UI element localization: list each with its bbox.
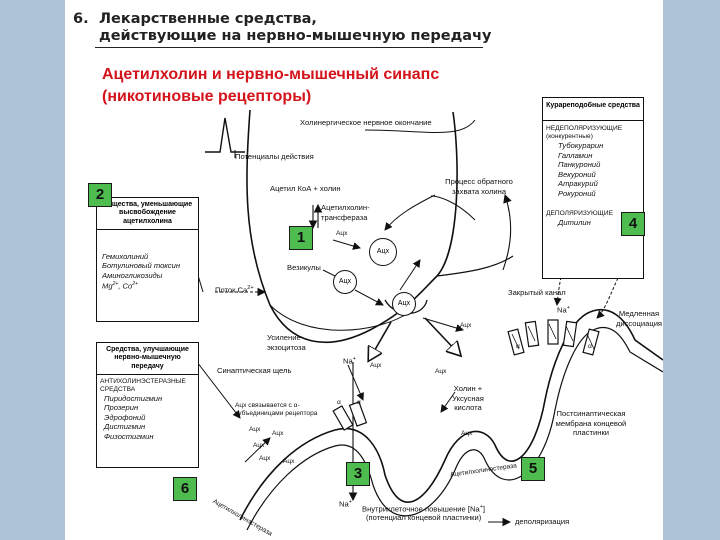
drug-item: Эдрофоний: [104, 412, 146, 422]
label-slow-dissociation: Медленная диссоциация: [615, 309, 663, 328]
ions-item: Mg2+, Co2+: [102, 281, 138, 291]
enhancers-box-heading: Средства, улучшающие нервно-мышечную пер…: [97, 343, 198, 375]
drug-item: Атракурий: [558, 179, 598, 189]
label-synaptic-cleft: Синаптическая щель: [217, 366, 292, 375]
ach-label: Ацх: [259, 455, 271, 462]
drug-item: Панкуроний: [558, 160, 601, 170]
curare-box-heading: Курареподобные средства: [543, 98, 643, 122]
header-line-1: Лекарственные средства,: [99, 11, 317, 27]
label-action-potentials: Потенциалы действия: [235, 152, 314, 161]
ach-label: Ацх: [461, 430, 473, 437]
label-acetyl-coa: Ацетил КоА + холин: [270, 184, 341, 193]
drug-item: Аминогликозиды: [102, 270, 163, 280]
ach-label: Ацх: [249, 426, 261, 433]
curare-subheading-1: НЕДЕПОЛЯРИЗУЮЩИЕ (конкурентные): [546, 125, 623, 141]
marker-6: 6: [173, 477, 197, 501]
drug-item: Дитилин: [558, 218, 591, 228]
drug-item: Рокуроний: [558, 188, 596, 198]
marker-5: 5: [521, 457, 545, 481]
label-ach-binds: Ацх связывается с α-субъединицами рецепт…: [235, 402, 318, 417]
header-line-2: действующие на нервно-мышечную передачу: [99, 28, 492, 44]
drug-item: Физостигмин: [104, 431, 154, 441]
ach-label: Ацх: [435, 368, 447, 375]
label-ach-free: Ацх: [336, 230, 348, 237]
release-inhibitors-box: Вещества, уменьшающие высвобождение ацет…: [96, 197, 199, 322]
label-nerve-ending: Холинергическое нервное окончание: [300, 118, 432, 127]
drug-item: Пиридостигмин: [104, 393, 163, 403]
drug-item: Тубокурарин: [558, 141, 604, 151]
label-depolarization: деполяризация: [515, 517, 570, 526]
drug-item: Прозерин: [104, 403, 139, 413]
label-choline-acetic: Холин + Уксусная кислота: [452, 384, 484, 412]
drug-item: Ботулиновый токсин: [102, 261, 180, 271]
label-na-right: Na+: [557, 305, 570, 315]
diagram-page: 6. Лекарственные средства, действующие н…: [65, 0, 663, 540]
label-reuptake: Процесс обратного захвата холина: [445, 177, 513, 196]
label-alpha-3: α: [516, 343, 520, 350]
ach-label: Ацх: [370, 362, 382, 369]
marker-2: 2: [88, 183, 112, 207]
label-closed-channel: Закрытый канал: [508, 288, 566, 297]
curare-drugs-box: Курареподобные средства НЕДЕПОЛЯРИЗУЮЩИЕ…: [542, 97, 644, 279]
label-alpha-1: α: [337, 399, 341, 406]
enhancers-box: Средства, улучшающие нервно-мышечную пер…: [96, 342, 199, 468]
label-transferase: Ацетилхолин-трансфераза: [321, 203, 370, 222]
title-line-2: (никотиновые рецепторы): [102, 88, 312, 105]
label-postsynaptic: Постсинаптическая мембрана концевой плас…: [555, 409, 627, 437]
ach-label: Ацх: [272, 430, 284, 437]
label-alpha-2: α: [357, 399, 361, 406]
ach-molecule: Ацх: [369, 238, 397, 266]
drug-item: Дистигмин: [104, 422, 146, 432]
drug-item: Гемихолиний: [102, 251, 149, 261]
marker-3: 3: [346, 462, 370, 486]
section-number: 6.: [73, 11, 89, 27]
marker-4: 4: [621, 212, 645, 236]
label-vesicles: Везикулы: [287, 263, 321, 272]
label-exocytosis: Усиление экзоцитоза: [267, 333, 306, 352]
label-na-bottom: Na+: [339, 499, 352, 509]
synapse-drawing: [196, 109, 663, 531]
curare-subheading-2: ДЕПОЛЯРИЗУЮЩИЕ: [546, 210, 613, 218]
label-endplate-potential: (потенциал концевой пластинки): [366, 513, 482, 522]
label-na-top: Na+: [343, 356, 356, 366]
drug-item: Галламин: [558, 150, 593, 160]
release-box-heading: Вещества, уменьшающие высвобождение ацет…: [97, 198, 198, 230]
label-alpha-4: α: [588, 343, 592, 350]
label-na-increase: Внутриклеточное повышение [Na+]: [362, 504, 486, 514]
ach-label: Ацх: [253, 442, 265, 449]
ach-label: Ацх: [283, 458, 295, 465]
ach-molecule: Ацх: [333, 270, 357, 294]
drug-item: Векуроний: [558, 169, 596, 179]
label-ca-flow: Поток Ca2+: [215, 285, 254, 295]
ach-molecule: Ацх: [392, 292, 416, 316]
title-line-1: Ацетилхолин и нервно-мышечный синапс: [102, 66, 440, 83]
enhancers-subheading: АНТИХОЛИНЭСТЕРАЗНЫЕ СРЕДСТВА: [100, 377, 186, 393]
marker-1: 1: [289, 226, 313, 250]
ach-label: Ацх: [460, 322, 472, 329]
header-rule: [95, 47, 483, 48]
